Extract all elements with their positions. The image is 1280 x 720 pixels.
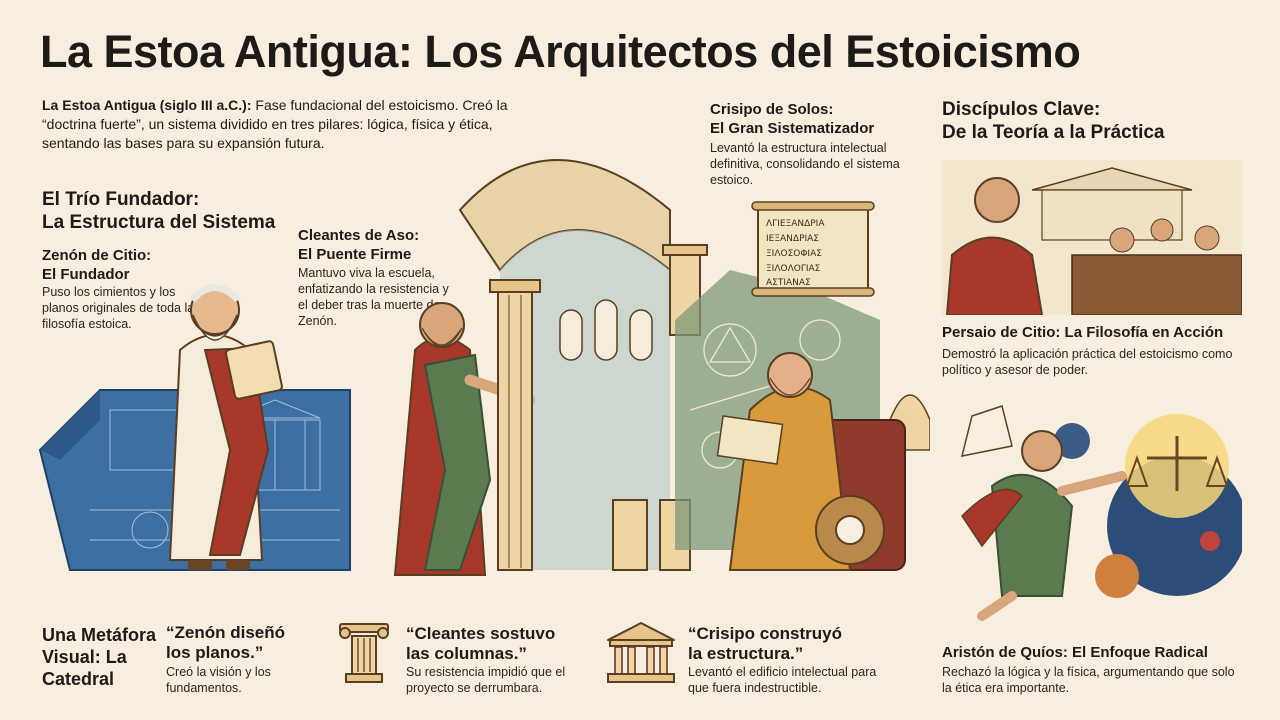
quote-zenon: “Zenón diseñó los planos.” [166, 623, 285, 663]
zenon-desc: Puso los cimientos y los planos original… [42, 285, 195, 331]
cleantes-name-line1: Cleantes de Aso: [298, 227, 420, 244]
intro-paragraph: La Estoa Antigua (siglo III a.C.): Fase … [42, 96, 532, 153]
disciples-heading-line2: De la Teoría a la Práctica [942, 122, 1165, 143]
ariston-illustration [942, 396, 1242, 636]
zenon-figure [168, 284, 283, 570]
ionic-column-icon [336, 620, 392, 686]
trio-heading: El Trío Fundador: La Estructura del Sist… [42, 188, 275, 234]
quote-zenon-desc: Creó la visión y los fundamentos. [166, 665, 271, 695]
crisipo-figure [716, 352, 906, 571]
scroll-line-1: ΛΓΙΕΞΑΝΔΡΙΑ [766, 219, 825, 229]
scroll-line-3: ΞΙΛΟΣΟΦΙΑΣ [766, 249, 822, 259]
scroll-line-5: ΑΣΤΙΑΝΑΣ [766, 278, 811, 288]
perseo-name: Persaio de Citio: La Filosofía en Acción [942, 324, 1224, 341]
trio-heading-line2: La Estructura del Sistema [42, 212, 276, 233]
page-title: La Estoa Antigua: Los Arquitectos del Es… [40, 26, 1081, 77]
quote-cleantes-desc: Su resistencia impidió que el proyecto s… [406, 665, 566, 695]
metaphor-heading: Una Metáfora Visual: La Catedral [42, 624, 156, 690]
crisipo-desc: Levantó la estructura intelectual defini… [710, 141, 900, 187]
crisipo-name: Crisipo de Solos: El Gran Sistematizador [710, 100, 874, 138]
zenon-name-line2: El Fundador [42, 266, 130, 283]
ariston-name: Aristón de Quíos: El Enfoque Radical [942, 644, 1208, 661]
perseo-desc: Demostró la aplicación práctica del esto… [942, 347, 1233, 377]
metaphor-line2: Visual: La [42, 647, 127, 667]
quote-crisipo-line2: la estructura.” [688, 644, 804, 663]
crisipo-name-line1: Crisipo de Solos: [710, 101, 834, 118]
cleantes-name: Cleantes de Aso: El Puente Firme [298, 226, 419, 264]
intro-lead: La Estoa Antigua (siglo III a.C.): [42, 97, 252, 113]
quote-cleantes-line1: “Cleantes sostuvo [406, 624, 556, 643]
quote-zenon-line2: los planos.” [166, 643, 264, 662]
temple-icon [604, 620, 678, 686]
scroll-line-2: ΙΕΞΑΝΔΡΙΑΣ [766, 234, 819, 244]
trio-heading-line1: El Trío Fundador: [42, 189, 200, 210]
quote-zenon-line1: “Zenón diseñó [166, 623, 285, 642]
metaphor-line3: Catedral [42, 669, 115, 689]
zenon-name: Zenón de Citio: El Fundador [42, 246, 151, 284]
cleantes-desc: Mantuvo viva la escuela, enfatizando la … [298, 266, 449, 328]
disciples-heading-line1: Discípulos Clave: [942, 99, 1101, 120]
intro-text: Fase fundacional del estoicismo. Creó la… [42, 97, 508, 151]
quote-cleantes-line2: las columnas.” [406, 644, 527, 663]
quote-crisipo-line1: “Crisipo construyó [688, 624, 842, 643]
quote-cleantes: “Cleantes sostuvo las columnas.” [406, 624, 555, 664]
quote-crisipo: “Crisipo construyó la estructura.” [688, 624, 842, 664]
perseo-illustration [942, 160, 1242, 315]
zenon-name-line1: Zenón de Citio: [42, 247, 152, 264]
cathedral-illustration: ΛΓΙΕΞΑΝΔΡΙΑ ΙΕΞΑΝΔΡΙΑΣ ΞΙΛΟΣΟΦΙΑΣ ΞΙΛΟΛΟ… [30, 150, 930, 590]
crisipo-name-line2: El Gran Sistematizador [710, 120, 875, 137]
ariston-desc: Rechazó la lógica y la física, argumenta… [942, 665, 1235, 695]
cleantes-name-line2: El Puente Firme [298, 246, 412, 263]
scroll-line-4: ΞΙΛΟΛΟΓΙΑΣ [766, 264, 821, 274]
metaphor-line1: Una Metáfora [42, 625, 157, 645]
quote-crisipo-desc: Levantó el edificio intelectual para que… [688, 665, 877, 695]
greek-scroll: ΛΓΙΕΞΑΝΔΡΙΑ ΙΕΞΑΝΔΡΙΑΣ ΞΙΛΟΣΟΦΙΑΣ ΞΙΛΟΛΟ… [751, 201, 875, 297]
disciples-heading: Discípulos Clave: De la Teoría a la Prác… [942, 98, 1165, 144]
